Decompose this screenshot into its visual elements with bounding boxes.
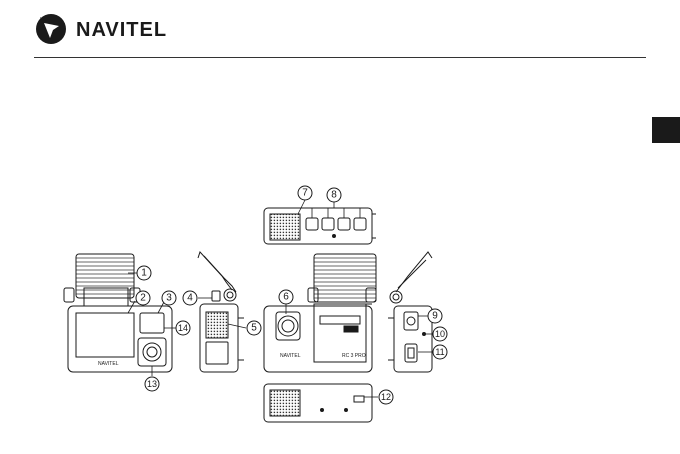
card-slot [353,395,365,403]
callout-3: 3 [161,290,177,306]
side-view [197,251,244,373]
callout-13: 13 [144,376,160,392]
reset-button [403,311,419,331]
svg-text:5: 5 [251,323,257,334]
front-brand-label: NAVITEL [98,361,119,367]
svg-text:12: 12 [381,392,391,402]
svg-text:8: 8 [331,190,337,201]
button-14-lens [139,312,165,334]
svg-text:1: 1 [141,268,147,279]
leader-lines [127,199,433,398]
page-header: NAVITEL [0,0,680,60]
usb-port [404,343,418,363]
callout-7: 7 [297,185,313,201]
back-view [263,253,377,373]
button-3 [337,217,351,231]
language-tab-marker [652,117,680,143]
header-divider [34,57,646,58]
callouts: 1 2 3 4 5 6 7 8 9 10 11 12 13 14 [135,185,448,405]
svg-text:2: 2 [140,293,146,304]
svg-text:11: 11 [435,347,444,357]
callout-6: 6 [278,289,294,305]
svg-text:9: 9 [432,311,438,322]
button-4 [353,217,367,231]
rear-brand-label: NAVITEL [280,353,301,359]
callout-2: 2 [135,290,151,306]
callout-4: 4 [182,290,198,306]
callout-8: 8 [326,187,342,203]
svg-text:10: 10 [435,329,445,339]
rear-model-label: RC 3 PRO [342,353,366,359]
callout-1: 1 [136,265,152,281]
screen [75,312,135,358]
button-2 [321,217,335,231]
right-side-view [388,251,433,373]
svg-text:13: 13 [147,379,157,389]
button-1 [305,217,319,231]
callout-9: 9 [427,308,443,324]
navitel-logo-icon [36,14,66,44]
svg-text:6: 6 [283,292,289,303]
callout-11: 11 [432,344,448,360]
svg-text:7: 7 [302,188,308,199]
callout-14: 14 [175,320,191,336]
svg-text:14: 14 [178,323,188,333]
svg-text:4: 4 [187,293,193,304]
svg-text:3: 3 [166,293,172,304]
callout-10: 10 [432,326,448,342]
front-view [63,253,173,373]
callout-5: 5 [246,320,262,336]
brand-name: NAVITEL [76,19,168,41]
callout-12: 12 [378,389,394,405]
top-view [263,207,376,245]
bottom-view [263,383,373,423]
